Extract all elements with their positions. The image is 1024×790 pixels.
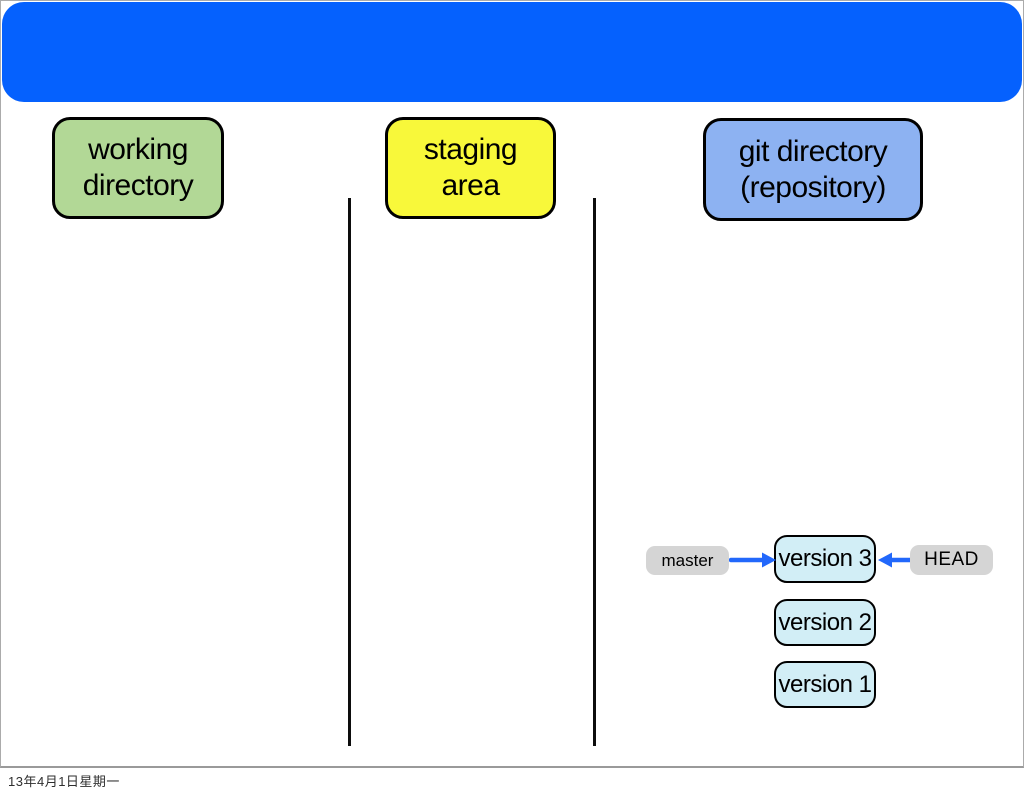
version-2-node: version 2 <box>774 599 876 646</box>
version-1-node: version 1 <box>774 661 876 708</box>
git-directory-label-line2: (repository) <box>740 170 886 204</box>
title-bar <box>2 2 1022 102</box>
master-arrow-icon <box>729 552 776 568</box>
staging-area-box: staging area <box>385 117 556 219</box>
git-directory-label-line1: git directory <box>738 134 888 168</box>
working-directory-box: working directory <box>52 117 224 219</box>
staging-area-label-line2: area <box>441 169 500 202</box>
version-3-node: version 3 <box>774 535 876 583</box>
git-directory-box: git directory (repository) <box>703 118 923 221</box>
master-ref-label: master <box>646 546 729 575</box>
working-directory-label-line1: working <box>88 133 188 166</box>
head-ref-label: HEAD <box>910 545 993 575</box>
slide-date: 13年4月1日星期一 <box>8 774 120 789</box>
separator-line-right <box>593 198 596 746</box>
slide <box>0 0 1024 768</box>
separator-line-left <box>348 198 351 746</box>
working-directory-label-line2: directory <box>82 169 194 202</box>
staging-area-label-line1: staging <box>423 133 518 166</box>
